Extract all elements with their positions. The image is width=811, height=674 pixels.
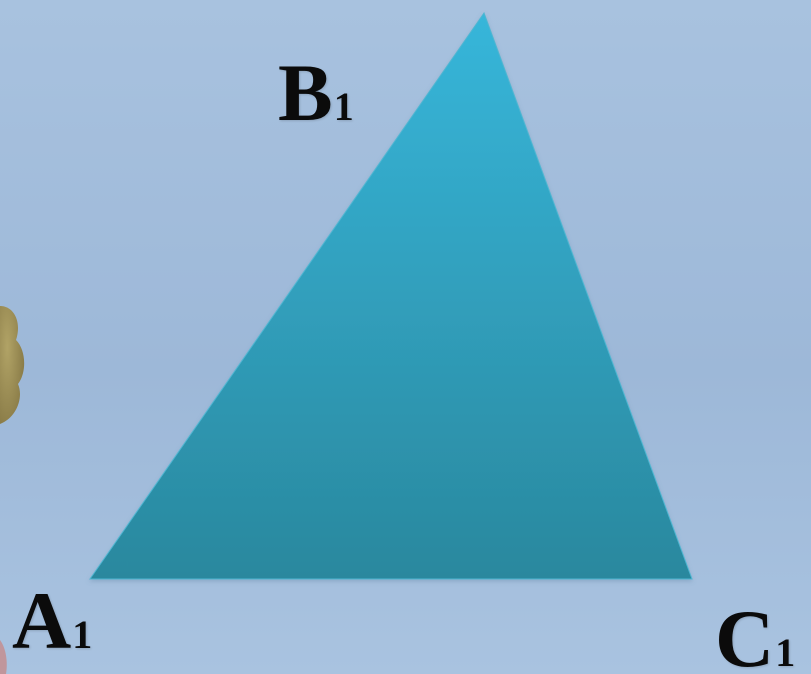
- vertex-b-subscript: 1: [333, 84, 354, 129]
- vertex-a-subscript: 1: [72, 612, 93, 657]
- vertex-c-letter: C: [715, 593, 775, 674]
- vertex-label-a1: A1: [12, 580, 92, 662]
- decorative-cloud-shape: [0, 306, 25, 424]
- vertex-b-letter: B: [278, 47, 333, 138]
- vertex-a-letter: A: [12, 575, 72, 666]
- vertex-label-c1: C1: [715, 598, 795, 674]
- vertex-label-b1: B1: [278, 52, 354, 134]
- vertex-c-subscript: 1: [775, 630, 796, 674]
- triangle-shape: [89, 11, 693, 580]
- decorative-corner-sliver: [0, 640, 7, 674]
